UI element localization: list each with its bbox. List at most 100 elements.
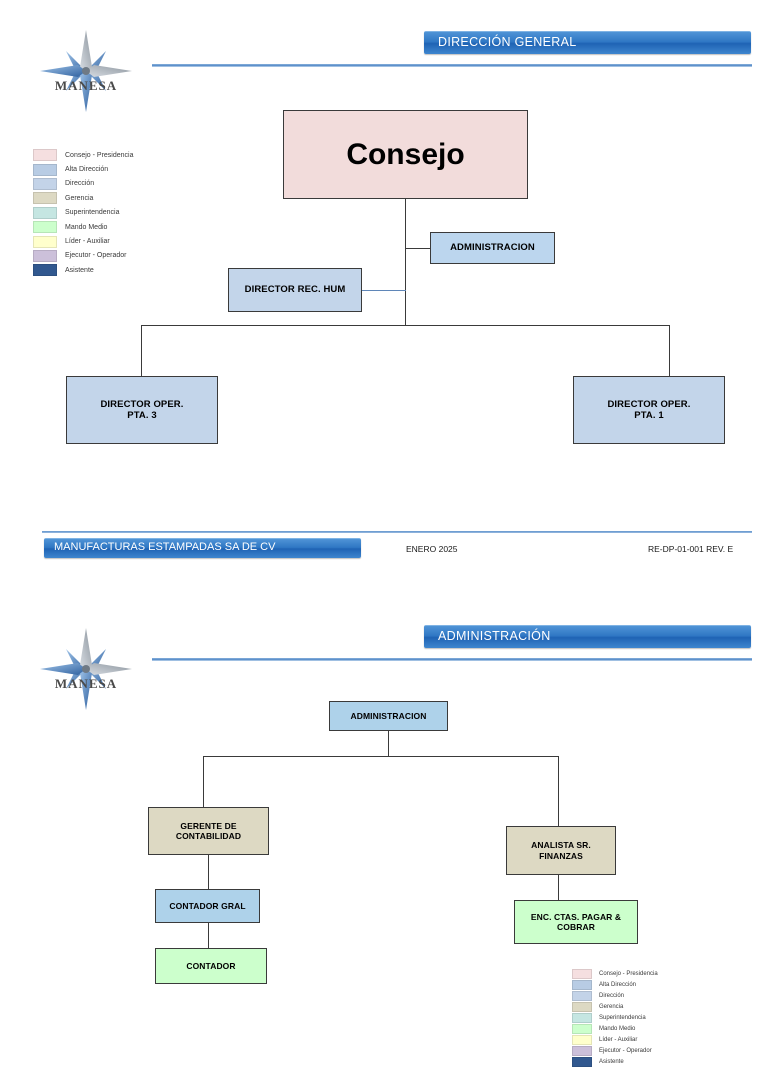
legend-swatch-icon [572,1023,592,1034]
connector-down-right [669,325,670,378]
node-administracion-page2-label: ADMINISTRACION [350,710,427,721]
legend-item: Dirección [33,177,133,191]
legend-item: Asistente [33,263,133,277]
connector-contador-gral-contador [208,923,209,948]
legend-item-label: Gerencia [599,1003,624,1010]
legend-item: Mando Medio [33,220,133,234]
node-gerente-contabilidad-line2: CONTABILIDAD [175,831,242,841]
node-consejo[interactable]: Consejo [283,110,528,199]
node-contador-label: CONTADOR [186,960,236,971]
footer-doc-code: RE-DP-01-001 REV. E [648,544,734,554]
legend-item-label: Consejo - Presidencia [65,151,134,159]
connector-to-rec-hum [362,290,406,291]
legend-item: Superintendencia [33,206,133,220]
node-contador-gral[interactable]: CONTADOR GRAL [155,889,260,923]
legend-item: Superintendencia [572,1012,658,1023]
page2-header-rule [152,658,752,661]
legend-item-label: Alta Dirección [599,981,637,988]
node-gerente-contabilidad[interactable]: GERENTE DE CONTABILIDAD [148,807,269,855]
node-director-oper-pta3-line1: DIRECTOR OPER. [100,398,184,410]
legend-swatch-icon [572,1056,592,1067]
legend-swatch-icon [33,264,57,277]
header-rule [152,64,752,67]
footer-company-bar: MANUFACTURAS ESTAMPADAS SA DE CV [44,538,361,558]
compass-star-icon [40,628,132,710]
legend-item: Gerencia [572,1001,658,1012]
legend-item: Asistente [572,1056,658,1067]
legend-item: Ejecutor - Operador [33,249,133,263]
node-contador-gral-label: CONTADOR GRAL [169,900,246,911]
legend-item: Gerencia [33,191,133,205]
logo-wordmark-page2: MANESA [54,676,118,691]
node-consejo-label: Consejo [346,137,465,171]
node-enc-ctas-line2: COBRAR [557,922,595,932]
legend-item-label: Asistente [65,266,94,274]
legend-swatch-icon [33,235,57,248]
legend-item: Líder - Auxiliar [572,1034,658,1045]
node-enc-ctas-pagar-cobrar[interactable]: ENC. CTAS. PAGAR & COBRAR [514,900,638,944]
company-logo: MANESA [40,30,132,112]
page2-title-bar: ADMINISTRACIÓN [424,625,751,648]
page2-title: ADMINISTRACIÓN [438,629,551,643]
legend-item-label: Superintendencia [65,209,120,217]
legend-swatch-icon [33,192,57,205]
node-director-oper-pta1-line2: PTA. 1 [634,410,664,421]
page-title: DIRECCIÓN GENERAL [438,35,577,49]
node-director-oper-pta1-line1: DIRECTOR OPER. [607,398,691,410]
legend-item-label: Dirección [65,180,95,188]
legend-item-label: Ejecutor - Operador [65,252,127,260]
legend-item-label: Superintendencia [599,1014,646,1021]
legend-swatch-icon [33,149,57,162]
legend-item-label: Gerencia [65,194,94,202]
legend-swatch-icon [572,979,592,990]
page-title-bar: DIRECCIÓN GENERAL [424,31,751,54]
legend-item-label: Líder - Auxiliar [599,1036,638,1043]
legend-item: Consejo - Presidencia [33,148,133,162]
legend-swatch-icon [572,1012,592,1023]
node-director-oper-pta1[interactable]: DIRECTOR OPER. PTA. 1 [573,376,725,444]
node-director-oper-pta3[interactable]: DIRECTOR OPER. PTA. 3 [66,376,218,444]
legend-item-label: Consejo - Presidencia [599,970,658,977]
legend-item: Líder - Auxiliar [33,234,133,248]
legend-swatch-icon [572,1001,592,1012]
connector-down-analista [558,756,559,826]
node-analista-sr-finanzas-line2: FINANZAS [539,850,583,861]
legend-swatch-icon [572,1045,592,1056]
node-director-rec-hum-label: DIRECTOR REC. HUM [244,284,346,296]
node-gerente-contabilidad-line1: GERENTE DE [180,820,237,831]
node-analista-sr-finanzas[interactable]: ANALISTA SR. FINANZAS [506,826,616,875]
node-administracion-label: ADMINISTRACION [450,242,535,254]
legend-item-label: Mando Medio [65,223,108,231]
connector-analista-enc-ctas [558,875,559,900]
legend-item-label: Líder - Auxiliar [65,238,110,246]
logo-wordmark: MANESA [54,78,118,93]
node-analista-sr-finanzas-line1: ANALISTA SR. [531,840,591,851]
connector-horizontal-bus [141,325,669,326]
legend-swatch-icon [572,1034,592,1045]
connector-admin-trunk [388,731,389,756]
node-administracion-page2[interactable]: ADMINISTRACION [329,701,448,731]
org-chart-page-administracion: ADMINISTRACIÓN MANESA ADMINISTRACION GER… [0,600,768,1067]
legend-item-label: Dirección [599,992,625,999]
legend-swatch-icon [572,990,592,1001]
legend-swatch-icon [33,163,57,176]
connector-consejo-trunk [405,199,406,325]
node-administracion[interactable]: ADMINISTRACION [430,232,555,264]
legend-item-label: Alta Dirección [65,166,109,174]
connector-admin-bus [203,756,558,757]
node-contador[interactable]: CONTADOR [155,948,267,984]
node-director-rec-hum[interactable]: DIRECTOR REC. HUM [228,268,362,312]
legend-swatch-icon [33,249,57,262]
node-enc-ctas-line1: ENC. CTAS. PAGAR & [530,911,622,922]
legend-item: Ejecutor - Operador [572,1045,658,1056]
footer-date: ENERO 2025 [406,544,458,554]
connector-down-left [141,325,142,378]
connector-gerente-contador-gral [208,855,209,889]
compass-star-icon [40,30,132,112]
legend-swatch-icon [572,968,592,979]
legend-item-label: Asistente [599,1058,624,1065]
legend-item: Consejo - Presidencia [572,968,658,979]
org-chart-page-direccion-general: DIRECCIÓN GENERAL MANESA [33,30,752,558]
legend-swatch-icon [33,221,57,234]
legend-item: Alta Dirección [572,979,658,990]
